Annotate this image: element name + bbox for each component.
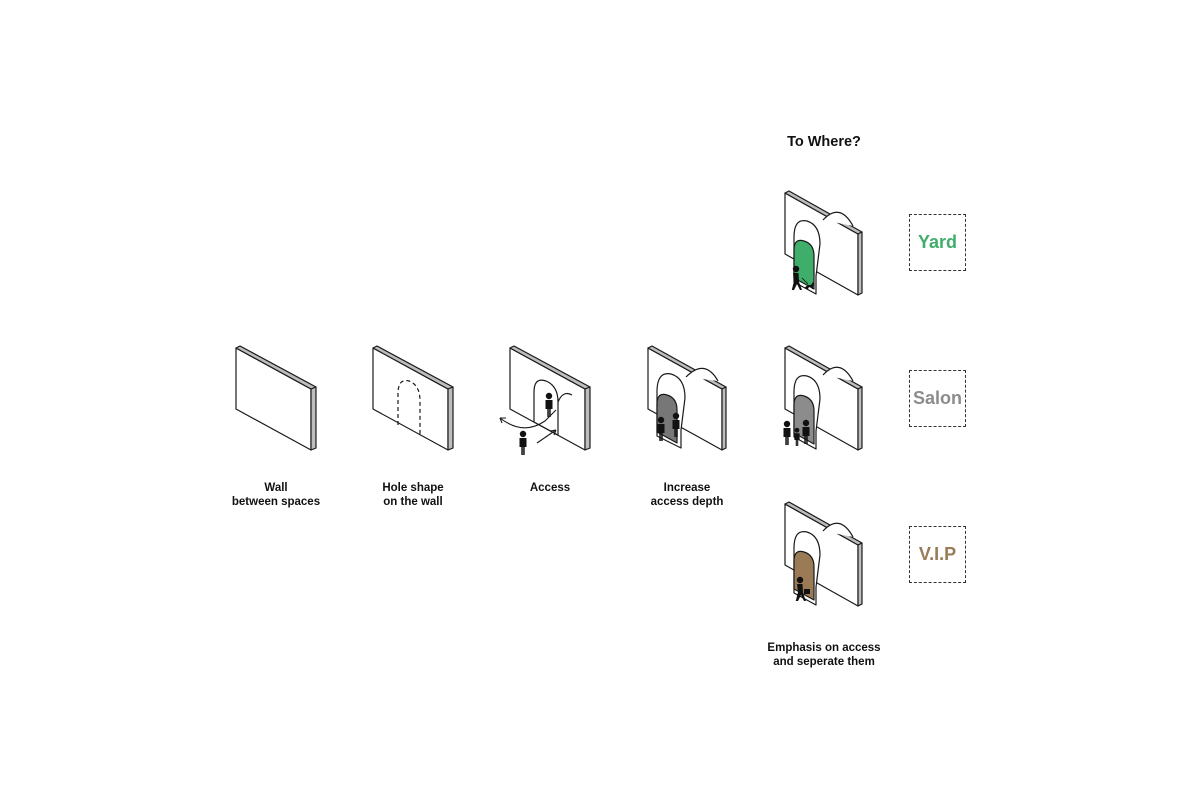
vip-wall	[784, 501, 863, 607]
salon-wall	[783, 345, 863, 451]
tag-salon: Salon	[909, 370, 966, 427]
yard-wall	[784, 190, 863, 296]
diagram-title: To Where?	[787, 134, 861, 150]
label-emphasis: Emphasis on access and seperate them	[767, 642, 881, 668]
label-wall: Wall between spaces	[231, 482, 321, 508]
label-hole: Hole shape on the wall	[382, 482, 444, 508]
label-access: Access	[529, 482, 571, 494]
tag-yard: Yard	[909, 214, 966, 271]
label-depth: Increase access depth	[650, 482, 724, 508]
tag-vip: V.I.P	[909, 526, 966, 583]
access-wall	[499, 345, 591, 455]
hole-wall	[372, 345, 454, 451]
depth-wall	[647, 345, 727, 451]
plain-wall	[235, 345, 317, 451]
